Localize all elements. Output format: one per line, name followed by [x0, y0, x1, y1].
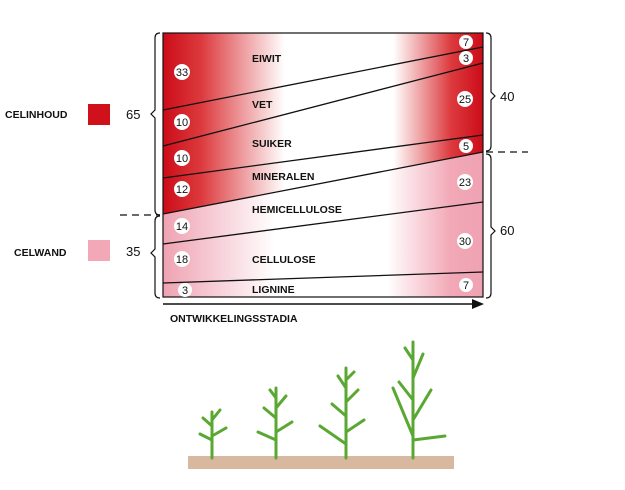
svg-text:33: 33 — [176, 67, 188, 79]
svg-text:7: 7 — [463, 37, 469, 49]
x-axis-label: ONTWIKKELINGSSTADIA — [170, 313, 298, 325]
celinhoud-swatch — [88, 104, 110, 125]
label-lignine: LIGNINE — [252, 284, 295, 296]
celinhoud-value: 65 — [126, 107, 140, 122]
cell-content-region — [163, 33, 483, 214]
diagram-frame — [162, 32, 484, 298]
svg-text:10: 10 — [176, 117, 188, 129]
start-values: 33 10 10 12 14 18 3 — [174, 64, 192, 297]
label-suiker: SUIKER — [252, 138, 292, 150]
svg-text:5: 5 — [463, 141, 469, 153]
celinhoud-label: CELINHOUD — [5, 109, 68, 121]
label-hemicellulose: HEMICELLULOSE — [252, 204, 342, 216]
label-cellulose: CELLULOSE — [252, 254, 316, 266]
boundary-lines — [162, 46, 484, 284]
celwand-label: CELWAND — [14, 247, 67, 259]
end-values: 7 3 25 5 23 30 7 — [457, 35, 473, 292]
growth-stages-illustration — [188, 340, 454, 469]
right-total-top: 40 — [500, 89, 514, 104]
label-eiwit: EIWIT — [252, 53, 282, 65]
braces — [120, 32, 528, 299]
svg-text:23: 23 — [459, 177, 471, 189]
svg-text:7: 7 — [463, 280, 469, 292]
svg-text:3: 3 — [182, 285, 188, 297]
celwand-swatch — [88, 240, 110, 261]
svg-text:10: 10 — [176, 153, 188, 165]
svg-text:3: 3 — [463, 53, 469, 65]
right-total-bottom: 60 — [500, 223, 514, 238]
arrow-head-icon — [472, 299, 484, 309]
celwand-value: 35 — [126, 244, 140, 259]
label-mineralen: MINERALEN — [252, 171, 314, 183]
svg-text:14: 14 — [176, 221, 188, 233]
svg-text:12: 12 — [176, 184, 188, 196]
svg-text:30: 30 — [459, 236, 471, 248]
cell-wall-region — [163, 152, 483, 297]
svg-text:18: 18 — [176, 254, 188, 266]
svg-text:25: 25 — [459, 94, 471, 106]
label-vet: VET — [252, 99, 273, 111]
